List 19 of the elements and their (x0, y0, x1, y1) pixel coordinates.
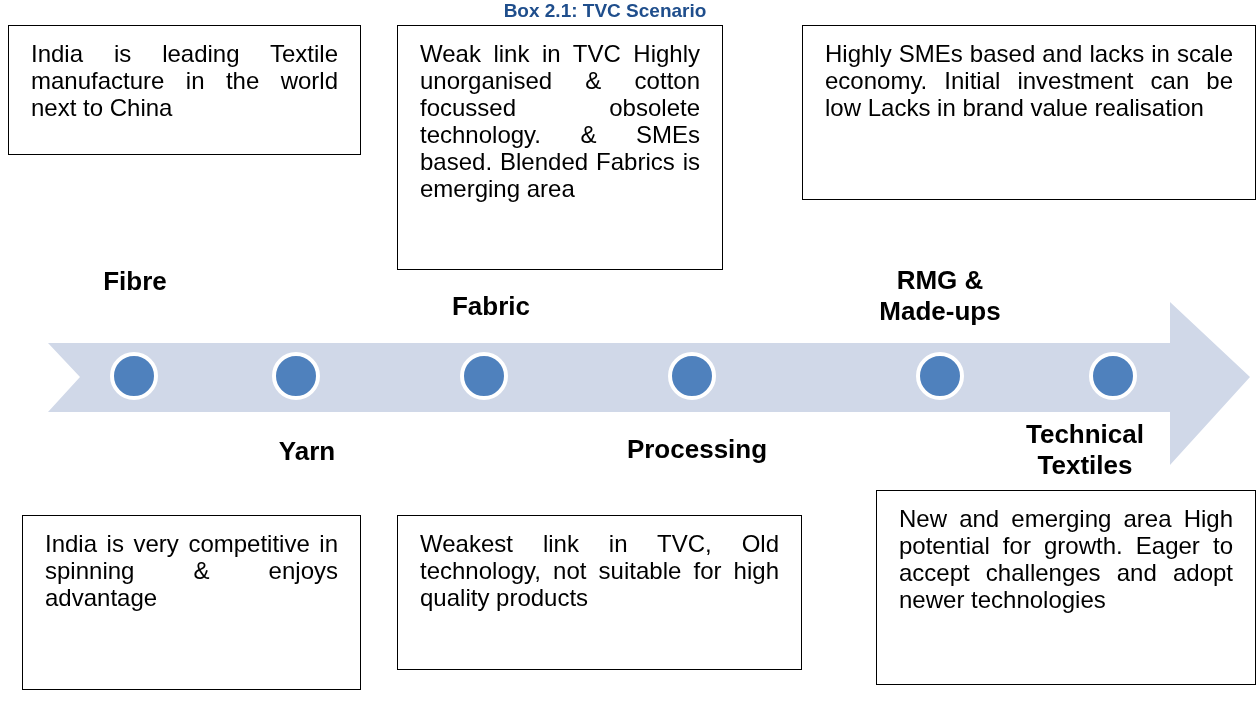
text-box (802, 25, 1256, 200)
text-box (397, 515, 802, 670)
stage-label: Yarn (277, 436, 337, 467)
box-text: Weak link in TVC Highly unorganised & cotton focussed obsolete technology. & SMEs based. Blended Fabrics is emerging area (420, 40, 700, 202)
text-box (8, 25, 361, 155)
diagram-title: Box 2.1: TVC Scenario (502, 0, 708, 22)
text-box (22, 515, 361, 690)
text-box (397, 25, 723, 270)
text-box (876, 490, 1256, 685)
stage-label: Processing (625, 434, 769, 465)
stage-label: Technical Textiles (1025, 419, 1145, 481)
box-text: New and emerging area High potential for growth. Eager to accept challenges and adopt newer technologies (899, 505, 1233, 613)
stage-label: RMG & Made-ups (878, 265, 1002, 327)
box-text: India is very competitive in spinning & enjoys advantage (45, 530, 338, 611)
box-text: India is leading Textile manufacture in the world next to China (31, 40, 338, 121)
box-text: Highly SMEs based and lacks in scale economy. Initial investment can be low Lacks in brand value realisation (825, 40, 1233, 121)
stage-label: Fabric (451, 291, 531, 322)
box-text: Weakest link in TVC, Old technology, not suitable for high quality products (420, 530, 779, 611)
stage-label: Fibre (102, 266, 168, 297)
